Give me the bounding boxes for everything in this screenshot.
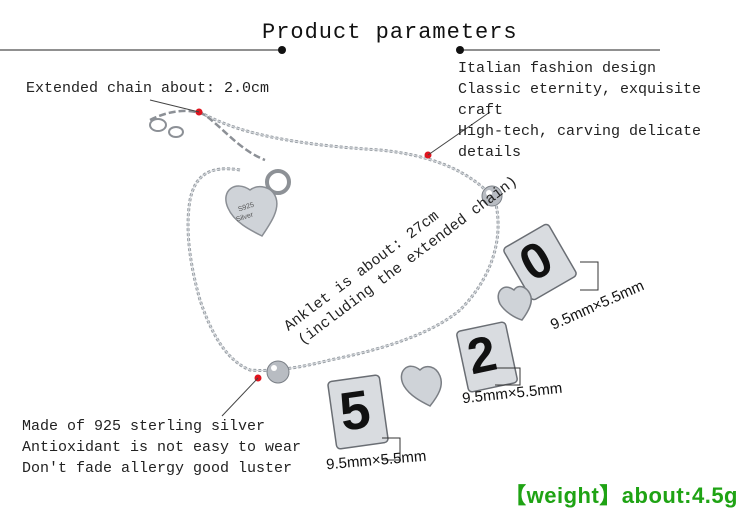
material-line: Made of 925 sterling silver: [22, 418, 266, 435]
material-list: Made of 925 sterling silver Antioxidant …: [22, 416, 301, 479]
extension-chain: [149, 109, 266, 162]
feature-line: Italian fashion design: [458, 60, 657, 77]
heart-charm-upper: [497, 285, 533, 321]
page-title: Product parameters: [262, 20, 518, 45]
dim-bracket-2: [495, 367, 521, 386]
dim-bracket-0: [580, 261, 599, 291]
charm-5-plate: [327, 374, 389, 450]
label-extended-chain: Extended chain about: 2.0cm: [26, 80, 270, 97]
feature-line: Classic eternity, exquisite craft: [458, 81, 702, 119]
header-dot-left: [278, 46, 286, 54]
charm-0-plate: [503, 223, 577, 301]
charm-2-plate: [456, 321, 518, 393]
feature-list: Italian fashion design Classic eternity,…: [458, 58, 750, 163]
bead-chain-highlight: [187, 111, 499, 371]
weight-label: 【weight】about:4.5g: [504, 483, 738, 508]
heart-charm-lower: [400, 365, 442, 407]
spring-clasp: [265, 169, 291, 195]
heart-tag: [225, 185, 278, 237]
material-line: Antioxidant is not easy to wear: [22, 439, 302, 456]
dim-bracket-5: [382, 437, 401, 461]
leader-features: [427, 111, 491, 156]
header-dot-right: [456, 46, 464, 54]
leader-material: [221, 377, 259, 417]
leader-extension: [149, 99, 200, 113]
silver-ball-left: [266, 360, 290, 384]
chain-end-loops: [149, 118, 184, 138]
material-line: Don't fade allergy good luster: [22, 460, 293, 477]
feature-line: High-tech, carving delicate details: [458, 123, 702, 161]
